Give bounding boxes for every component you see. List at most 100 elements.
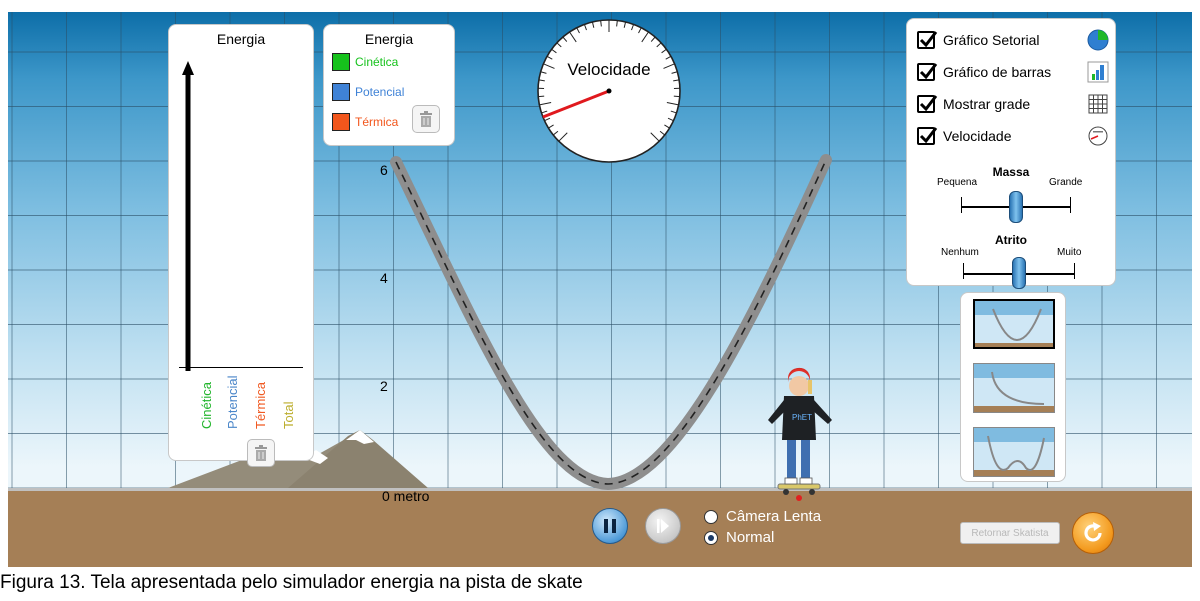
speedometer-dial [537, 19, 681, 163]
bar-chart-checkbox[interactable] [917, 63, 938, 81]
mass-slider-tick-min [961, 197, 962, 213]
speedometer-tick [666, 102, 679, 106]
friction-slider-tick-max [1074, 263, 1075, 279]
legend-title: Energia [364, 31, 414, 47]
friction-slider-thumb[interactable] [1012, 257, 1026, 289]
slow-motion-label: Câmera Lenta [726, 508, 822, 525]
speedometer-tick [673, 79, 680, 82]
simulation-screen: PhET 6 4 2 0 metro Energia Cinética Pote… [8, 12, 1192, 567]
speedometer-tick [548, 124, 554, 129]
speedometer-tick [538, 79, 545, 82]
speedometer-tick [600, 20, 602, 27]
speed-label: Velocidade [943, 128, 1012, 144]
speedometer-label: Velocidade [567, 60, 651, 79]
return-skater-button[interactable]: Retornar Skatista [960, 522, 1060, 544]
figure-caption: Figura 13. Tela apresentada pelo simulad… [0, 572, 583, 593]
track-selector [960, 292, 1066, 482]
speedometer-tick [665, 55, 672, 60]
bar-chart-icon [1087, 61, 1109, 83]
reset-button[interactable] [1072, 512, 1114, 554]
speedometer-tick [562, 36, 568, 42]
grid-label: Mostrar grade [943, 96, 1031, 112]
grid-icon [1088, 94, 1108, 114]
grid-toggle[interactable]: Mostrar grade [917, 93, 1109, 115]
legend-swatch-thermal [332, 113, 350, 131]
friction-min-label: Nenhum [941, 247, 979, 258]
normal-speed-option[interactable]: Normal [704, 529, 774, 546]
speedometer-tick [641, 31, 649, 43]
speedometer-tick [556, 42, 562, 48]
legend-label-kinetic: Cinética [355, 55, 399, 69]
speedometer-tick [670, 110, 677, 114]
speedometer-tick [650, 132, 660, 142]
speedometer-tick [663, 63, 675, 69]
friction-slider-title: Atrito [995, 233, 1027, 247]
speedometer-tick [591, 21, 595, 28]
skater[interactable]: PhET [768, 367, 832, 501]
speedometer-tick [558, 132, 568, 142]
speedometer-tick [656, 42, 662, 48]
track-option-double-well[interactable] [973, 427, 1055, 477]
friction-slider-tick-min [963, 263, 964, 279]
step-forward-icon [657, 519, 669, 533]
trash-icon [420, 111, 432, 127]
pause-button[interactable] [592, 508, 628, 544]
speedometer-icon [1088, 126, 1108, 146]
legend-item-potential: Potencial [332, 83, 404, 101]
speed-toggle[interactable]: Velocidade [917, 125, 1109, 147]
friction-slider[interactable] [963, 257, 1075, 293]
energy-axis-arrow [182, 61, 194, 371]
normal-speed-radio[interactable] [704, 530, 718, 545]
speedometer-tick [631, 24, 635, 31]
mass-slider[interactable] [961, 189, 1071, 225]
reset-icon [1084, 522, 1102, 542]
bar-label-total: Total [281, 401, 296, 429]
grid-checkbox[interactable] [917, 95, 938, 113]
normal-speed-label: Normal [726, 529, 775, 546]
trash-icon [255, 445, 267, 461]
skate-track[interactable] [390, 154, 832, 491]
height-label-2: 2 [380, 378, 388, 394]
speedometer-tick [661, 48, 667, 54]
step-forward-button[interactable] [645, 508, 681, 544]
speedometer-tick [552, 130, 559, 136]
pie-chart-icon [1087, 29, 1109, 51]
pause-icon [604, 519, 616, 533]
friction-max-label: Muito [1057, 247, 1082, 258]
legend-clear-thermal-button[interactable] [412, 105, 440, 133]
speedometer-tick [539, 102, 552, 106]
slope-track-icon [974, 364, 1054, 412]
bar-label-thermal: Térmica [253, 382, 268, 429]
energy-legend: Energia Cinética Potencial Térmica [323, 24, 455, 146]
speed-checkbox[interactable] [917, 127, 938, 145]
speedometer-tick [583, 24, 587, 31]
track-option-slope[interactable] [973, 363, 1055, 413]
speedometer-tick [671, 71, 678, 74]
speedometer-tick [650, 36, 656, 42]
speedometer-tick [544, 117, 551, 122]
pie-chart-toggle[interactable]: Gráfico Setorial [917, 29, 1109, 51]
mass-slider-thumb[interactable] [1009, 191, 1023, 223]
speedometer-tick [623, 21, 627, 28]
mass-min-label: Pequena [937, 177, 978, 188]
slow-motion-radio[interactable] [704, 509, 718, 524]
speedometer-tick [667, 117, 674, 122]
bar-chart-baseline [179, 367, 303, 368]
bar-chart-clear-thermal-button[interactable] [247, 439, 275, 467]
legend-swatch-potential [332, 83, 350, 101]
mass-slider-tick-max [1070, 197, 1071, 213]
height-label-zero: 0 metro [382, 488, 430, 504]
legend-swatch-kinetic [332, 53, 350, 71]
pie-chart-checkbox[interactable] [917, 31, 938, 49]
bar-label-potential: Potencial [225, 375, 240, 429]
speedometer-tick [541, 110, 548, 114]
slow-motion-option[interactable]: Câmera Lenta [704, 508, 821, 525]
bar-chart-toggle[interactable]: Gráfico de barras [917, 61, 1109, 83]
legend-label-thermal: Térmica [355, 115, 399, 129]
mass-slider-title: Massa [992, 165, 1030, 179]
bar-chart-title: Energia [216, 31, 266, 47]
legend-item-thermal: Térmica [332, 113, 398, 131]
bar-chart-label: Gráfico de barras [943, 64, 1052, 80]
speedometer-tick [540, 71, 547, 74]
track-option-parabola[interactable] [973, 299, 1055, 349]
